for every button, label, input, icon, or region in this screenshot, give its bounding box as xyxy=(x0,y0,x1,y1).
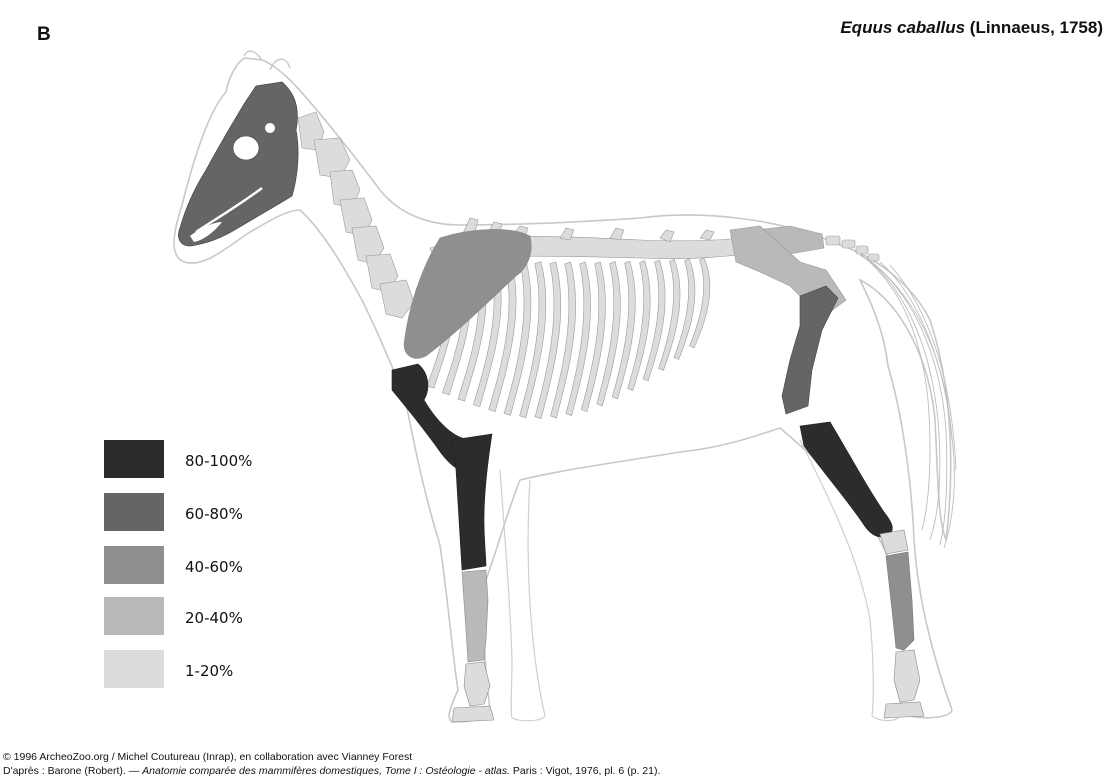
legend-swatch-1-20 xyxy=(104,650,164,688)
femur-bone xyxy=(782,286,838,414)
radius-ulna-bone xyxy=(452,434,492,570)
fore-metacarpal-bone xyxy=(462,570,488,662)
far-foreleg-outline xyxy=(500,470,545,721)
hind-hoof-bone xyxy=(884,702,924,718)
fore-hoof-bone xyxy=(452,706,494,722)
cervical-vertebrae xyxy=(298,112,414,318)
legend-swatch-20-40 xyxy=(104,597,164,635)
skull-bone xyxy=(178,82,298,246)
legend-swatch-80-100 xyxy=(104,440,164,478)
credit-line-1: © 1996 ArcheoZoo.org / Michel Coutureau … xyxy=(3,751,412,763)
legend-label-20-40: 20-40% xyxy=(185,609,243,627)
credit-source-suffix: Paris : Vigot, 1976, pl. 6 (p. 21). xyxy=(510,765,660,777)
caudal-vertebrae xyxy=(826,236,879,261)
hock-bone xyxy=(880,530,908,554)
legend-label-40-60: 40-60% xyxy=(185,558,243,576)
legend-swatch-60-80 xyxy=(104,493,164,531)
hind-metatarsal-bone xyxy=(886,552,914,650)
legend-label-1-20: 1-20% xyxy=(185,662,233,680)
eye-socket xyxy=(233,136,259,160)
ear-outline xyxy=(244,51,290,70)
cervical-7 xyxy=(380,280,414,318)
tibia-bone xyxy=(800,422,892,537)
credit-source-title: Anatomie comparée des mammifères domesti… xyxy=(142,765,510,777)
legend-swatch-40-60 xyxy=(104,546,164,584)
credit-line-2: D'après : Barone (Robert). — Anatomie co… xyxy=(3,765,660,777)
hind-phalanges-bone xyxy=(894,650,920,702)
credit-source-prefix: D'après : Barone (Robert). — xyxy=(3,765,142,777)
ear-opening xyxy=(265,123,275,133)
legend-label-60-80: 60-80% xyxy=(185,505,243,523)
legend-label-80-100: 80-100% xyxy=(185,452,252,470)
